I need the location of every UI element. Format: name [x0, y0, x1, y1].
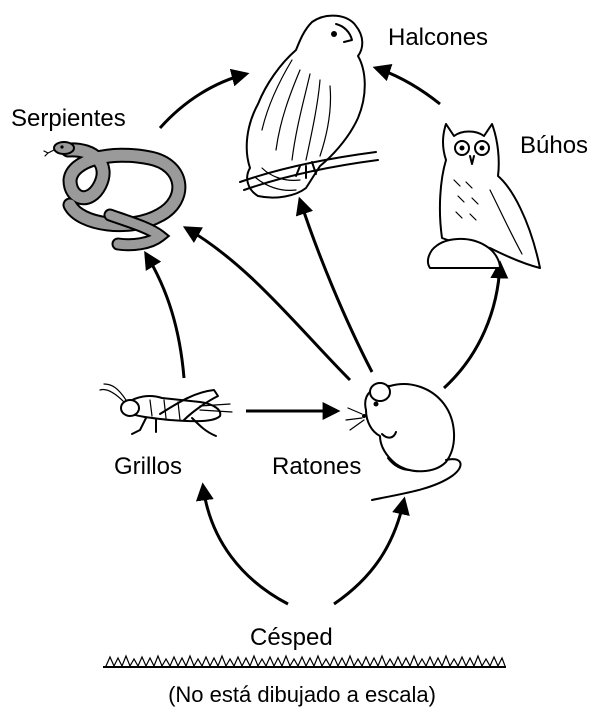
mouse-illustration [346, 383, 461, 500]
cricket-illustration [100, 384, 232, 436]
arrow-owls-to-hawks [376, 68, 440, 104]
arrow-grass-to-crickets [203, 486, 288, 604]
arrow-snakes-to-hawks [160, 74, 246, 128]
label-mice: Ratones [272, 453, 361, 480]
hawk-illustration [240, 16, 378, 198]
label-hawks: Halcones [388, 24, 488, 51]
label-crickets: Grillos [114, 453, 182, 480]
arrow-mice-to-snakes [186, 228, 350, 380]
arrow-mice-to-hawks [300, 200, 372, 372]
snake-illustration [44, 142, 179, 245]
label-grass: Césped [250, 624, 333, 651]
label-snakes: Serpientes [11, 105, 126, 132]
arrow-mice-to-owls [444, 264, 500, 388]
arrow-crickets-to-snakes [146, 254, 184, 378]
arrow-grass-to-mice [334, 500, 404, 604]
scale-note: (No está dibujado a escala) [168, 682, 436, 707]
label-owls: Búhos [520, 132, 588, 159]
grass-strip [103, 656, 506, 667]
